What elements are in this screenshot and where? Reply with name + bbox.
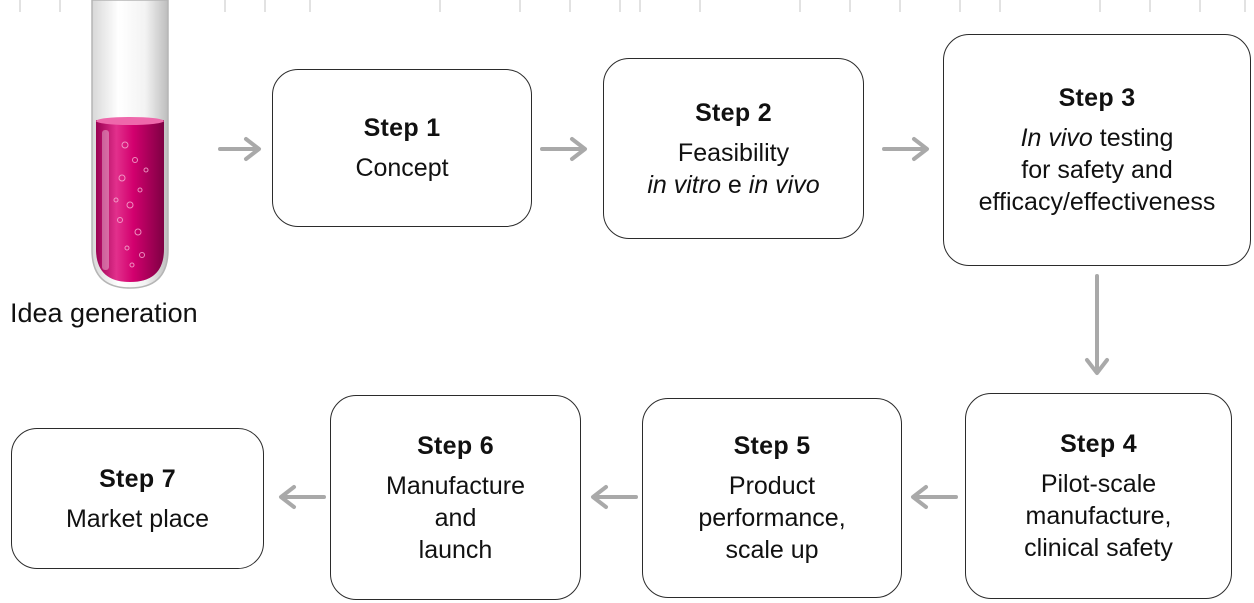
step-title: Step 6 <box>417 431 494 460</box>
step-description: and <box>434 503 477 532</box>
step-description: clinical safety <box>1024 534 1173 562</box>
step-title: Step 2 <box>695 98 772 127</box>
arrow-right-icon <box>218 137 261 161</box>
step-6-box: Step 6 Manufacture and launch <box>330 395 581 600</box>
arrow-down-icon <box>1085 274 1109 375</box>
arrow-left-icon <box>911 485 958 509</box>
step-title: Step 7 <box>99 464 176 493</box>
step-4-box: Step 4 Pilot-scale manufacture, clinical… <box>965 393 1232 599</box>
step-description: launch <box>418 535 493 564</box>
arrow-left-icon <box>591 485 638 509</box>
step-title: Step 1 <box>363 114 441 142</box>
step-title: Step 5 <box>733 432 811 460</box>
step-description: In vivo testing <box>1020 124 1174 152</box>
step-description: Manufacture <box>386 471 525 500</box>
idea-generation-caption: Idea generation <box>10 298 198 328</box>
step-description: Pilot-scale <box>1040 470 1157 498</box>
step-description: manufacture, <box>1025 502 1172 530</box>
top-edge-ticks <box>19 0 1246 12</box>
step-7-box: Step 7 Market place <box>11 428 264 569</box>
test-tube-icon <box>91 0 169 289</box>
step-description: efficacy/effectiveness <box>978 188 1216 216</box>
step-description: scale up <box>725 536 819 564</box>
step-5-box: Step 5 Product performance, scale up <box>642 398 902 598</box>
step-description: for safety and <box>1021 156 1173 184</box>
step-1-box: Step 1 Concept <box>272 69 532 227</box>
step-description: Concept <box>355 154 449 182</box>
step-description: Feasibility <box>677 138 790 167</box>
step-description: performance, <box>698 504 846 532</box>
arrow-left-icon <box>279 485 326 509</box>
step-description: Product <box>728 472 816 500</box>
arrow-right-icon <box>882 137 929 161</box>
arrow-right-icon <box>540 137 587 161</box>
step-3-box: Step 3 In vivo testing for safety and ef… <box>943 34 1251 266</box>
step-description: Market place <box>65 504 210 533</box>
step-title: Step 4 <box>1060 430 1137 458</box>
step-description: in vitro e in vivo <box>647 170 820 199</box>
step-title: Step 3 <box>1058 84 1136 112</box>
step-2-box: Step 2 Feasibility in vitro e in vivo <box>603 58 864 239</box>
